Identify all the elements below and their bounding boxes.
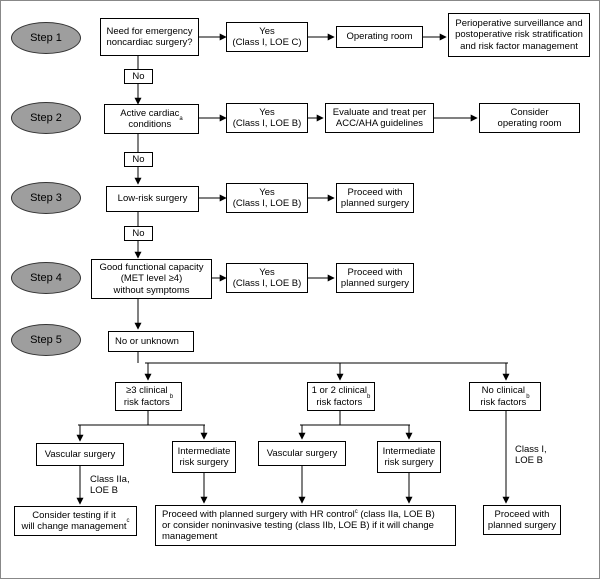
step4-question-box: Good functional capacity (MET level ≥4) …: [91, 259, 212, 299]
step1-question-box: Need for emergency noncardiac surgery?: [100, 18, 199, 56]
proceed-hr-text-a: Proceed with planned surgery with HR con…: [162, 508, 355, 520]
step3-question-box: Low-risk surgery: [106, 186, 199, 212]
intermediate-risk-box-1: Intermediate risk surgery: [172, 441, 236, 473]
proceed-hr-control-content: Proceed with planned surgery with HR con…: [162, 509, 435, 543]
step1-no-label: No: [124, 69, 153, 84]
step3-outcome-box: Proceed with planned surgery: [336, 183, 414, 213]
consider-testing-box: Consider testing if it will change manag…: [14, 506, 137, 536]
step-4-oval: Step 4: [11, 262, 81, 294]
risk-none-text: No clinical risk factors: [480, 385, 527, 408]
risk-one-two-text: 1 or 2 clinical risk factors: [311, 385, 368, 408]
step-1-oval: Step 1: [11, 22, 81, 54]
proceed-hr-text-b: (class IIa, LOE B) or consider noninvasi…: [162, 508, 435, 543]
step2-no-label: No: [124, 152, 153, 167]
proceed-hr-control-box: Proceed with planned surgery with HR con…: [155, 505, 456, 546]
consider-testing-text: Consider testing if it will change manag…: [21, 509, 127, 532]
step5-result-box: No or unknown: [108, 331, 194, 352]
step1-yes-box: Yes (Class I, LOE C): [226, 22, 308, 52]
step3-yes-box: Yes (Class I, LOE B): [226, 183, 308, 213]
proceed-planned-surgery-box: Proceed with planned surgery: [483, 505, 561, 535]
class-iia-label: Class IIa, LOE B: [90, 474, 130, 497]
step4-yes-box: Yes (Class I, LOE B): [226, 263, 308, 293]
step3-no-label: No: [124, 226, 153, 241]
step2-question-text: Active cardiac conditions: [120, 107, 180, 130]
step-2-oval: Step 2: [11, 102, 81, 134]
step-5-oval: Step 5: [11, 324, 81, 356]
risk-three-plus-text: ≥3 clinical risk factors: [123, 385, 170, 408]
vascular-surgery-box-1: Vascular surgery: [36, 443, 124, 466]
class-i-label: Class I, LOE B: [515, 444, 547, 467]
step1-outcome-box: Perioperative surveillance and postopera…: [448, 13, 590, 57]
step2-yes-box: Yes (Class I, LOE B): [226, 103, 308, 133]
step2-outcome-box: Consider operating room: [479, 103, 580, 133]
step4-outcome-box: Proceed with planned surgery: [336, 263, 414, 293]
vascular-surgery-box-2: Vascular surgery: [258, 441, 346, 466]
step-3-oval: Step 3: [11, 182, 81, 214]
footnote-c-marker-2: c: [354, 508, 358, 515]
intermediate-risk-box-2: Intermediate risk surgery: [377, 441, 441, 473]
step1-operating-room-box: Operating room: [336, 26, 423, 48]
step2-evaluate-box: Evaluate and treat per ACC/AHA guideline…: [325, 103, 434, 133]
